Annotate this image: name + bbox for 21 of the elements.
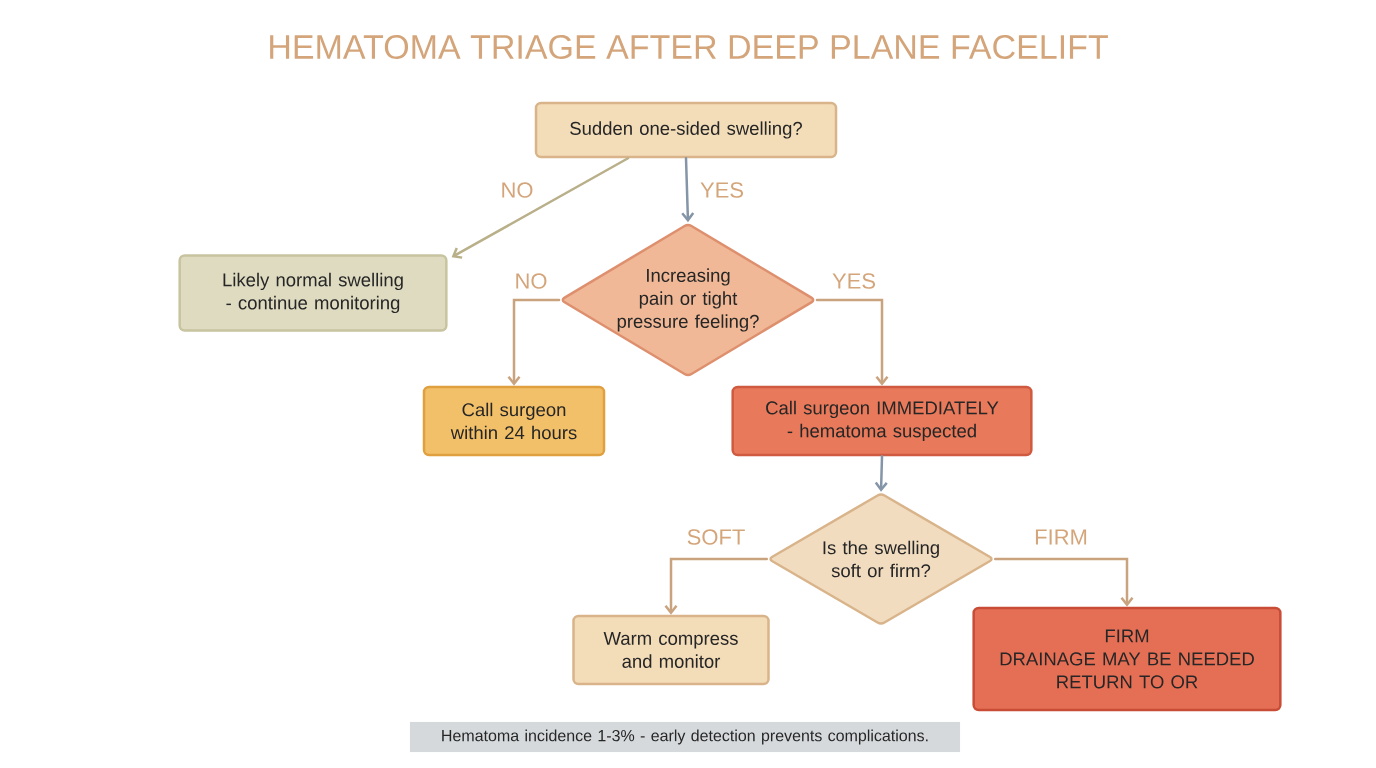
edge-label: NO — [499, 181, 535, 199]
urgent-box: FIRM DRAINAGE MAY BE NEEDED RETURN TO OR — [972, 606, 1282, 712]
edge-label: NO — [513, 272, 549, 290]
outcome-box: Likely normal swelling - continue monitoring — [178, 254, 448, 332]
question-box: Sudden one-sided swelling? — [534, 101, 838, 159]
edge-label: SOFT — [685, 528, 747, 546]
edge-label: YES — [699, 181, 745, 199]
title: HEMATOMA TRIAGE AFTER DEEP PLANE FACELIFT — [270, 34, 1108, 60]
arrow — [507, 298, 561, 386]
action-box: Call surgeon within 24 hours — [422, 385, 606, 457]
urgent-box: Call surgeon IMMEDIATELY - hematoma suspected — [731, 385, 1033, 457]
arrow — [994, 557, 1134, 607]
note-band: Hematoma incidence 1-3% - early detection prevents complications. — [409, 721, 961, 753]
action-box: Warm compress and monitor — [572, 614, 770, 686]
arrow — [451, 157, 630, 259]
arrow — [874, 455, 888, 492]
arrow — [664, 557, 768, 615]
edge-label: FIRM — [1033, 528, 1089, 546]
edge-label: YES — [831, 272, 877, 290]
arrow — [815, 298, 889, 386]
arrow — [681, 157, 695, 223]
